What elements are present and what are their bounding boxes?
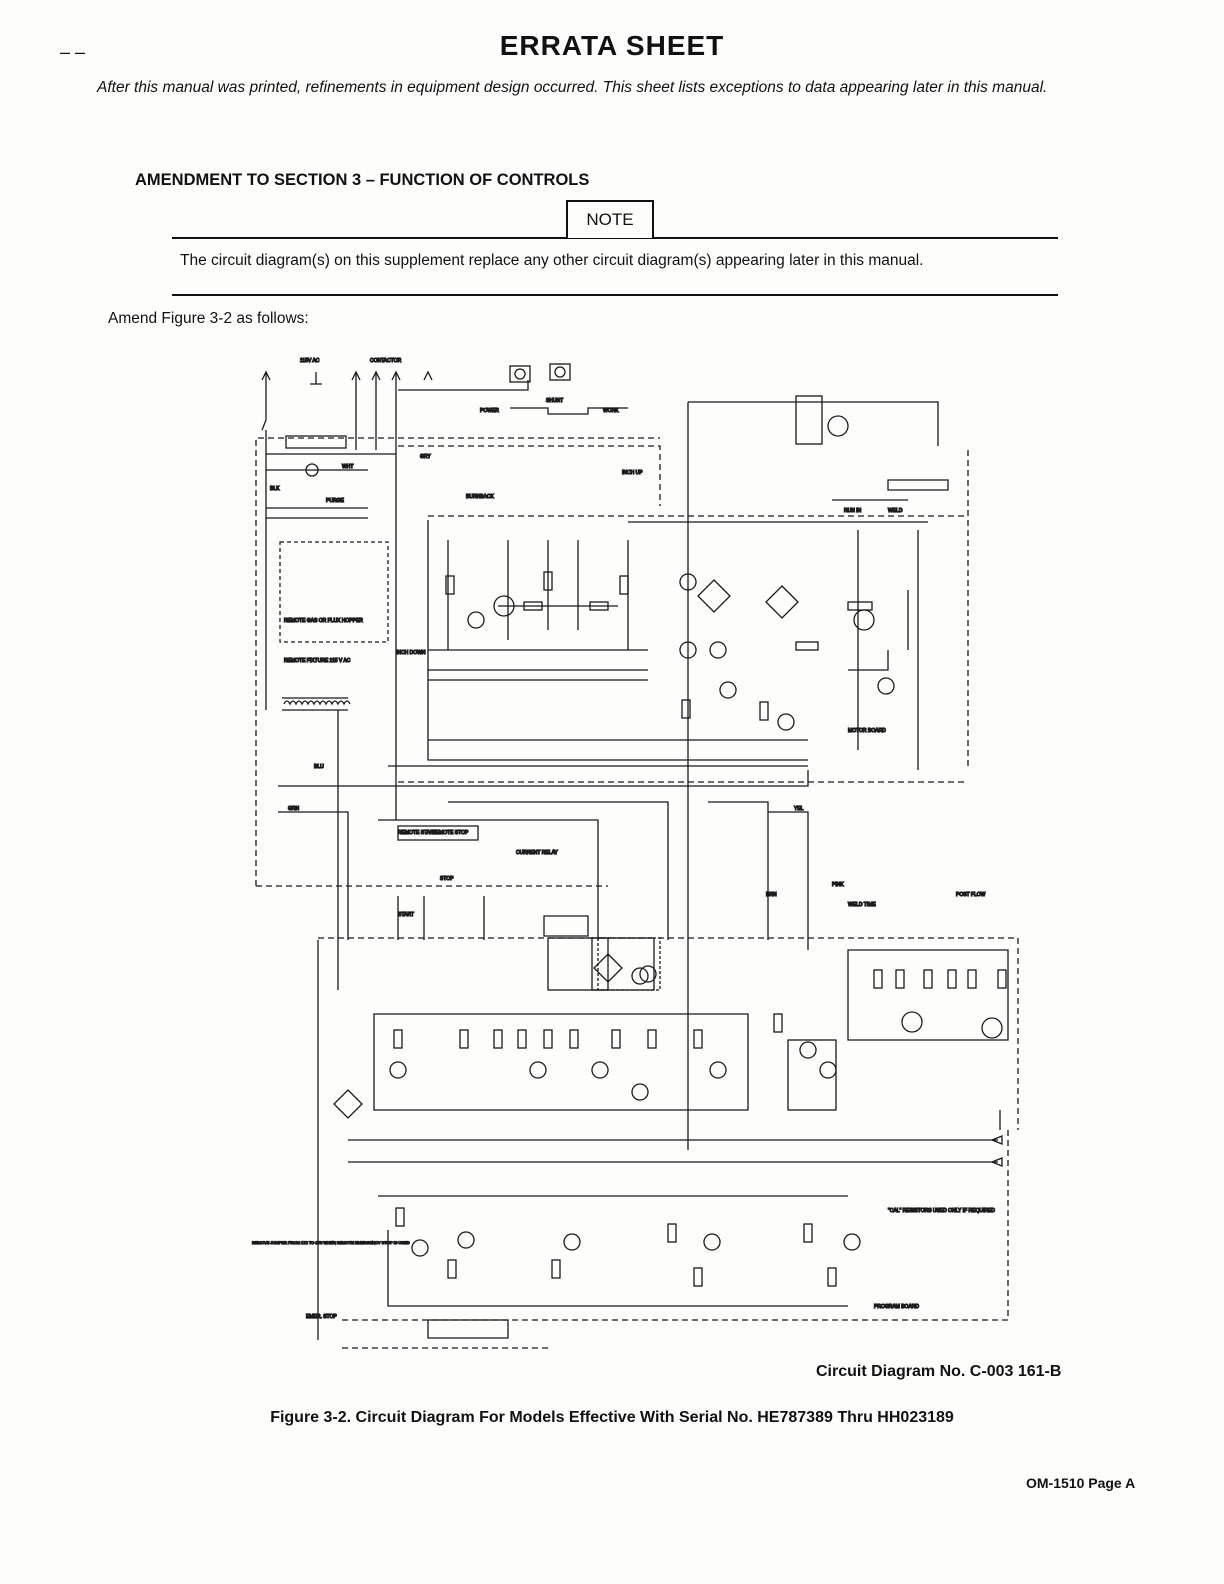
label-work: WORK — [603, 408, 619, 414]
interboard-wiring — [278, 710, 809, 1340]
label-grn: GRN — [288, 806, 300, 812]
label-weld-time: WELD TIME — [848, 902, 876, 908]
intro-paragraph: After this manual was printed, refinemen… — [97, 79, 1048, 96]
label-inch-down: INCH DOWN — [396, 650, 426, 656]
amendment-heading: AMENDMENT TO SECTION 3 – FUNCTION OF CON… — [135, 171, 590, 189]
label-weld: WELD — [888, 508, 903, 514]
label-remote-gas: REMOTE GAS OR FLUX HOPPER — [284, 618, 363, 624]
label-program-board: PROGRAM BOARD — [874, 1304, 919, 1310]
circuit-diagram-number: Circuit Diagram No. C-003 161-B — [816, 1363, 1062, 1380]
label-remote-fixture: REMOTE FIXTURE 115 V AC — [284, 658, 351, 664]
label-purge: PURGE — [326, 498, 344, 504]
label-start: START — [398, 912, 414, 918]
motor-board — [427, 479, 949, 770]
label-shunt: SHUNT — [546, 398, 563, 404]
meters-shunt — [398, 363, 939, 1150]
label-cal-note: "CAL" RESISTORS USED ONLY IF REQUIRED — [888, 1208, 995, 1214]
label-yel: YEL — [794, 806, 804, 812]
label-post-flow: POST FLOW — [956, 892, 986, 898]
label-pink: PINK — [832, 882, 844, 888]
label-run-in: RUN IN — [844, 508, 862, 514]
label-contactor: CONTACTOR — [370, 358, 402, 364]
label-wht: WHT — [342, 464, 353, 470]
label-stop: STOP — [440, 876, 454, 882]
note-label: NOTE — [566, 200, 654, 238]
label-burnback: BURNBACK — [466, 494, 494, 500]
label-gry: GRY — [420, 454, 431, 460]
connector-arrows — [261, 370, 1003, 1167]
corner-mark: – – — [60, 42, 86, 62]
figure-caption: Figure 3-2. Circuit Diagram For Models E… — [270, 1409, 954, 1426]
label-jumper-note: REMOVE JUMPER FROM 1T2 TO 1T3 WHEN REMOT… — [252, 1240, 410, 1245]
power-section — [261, 372, 397, 820]
program-board — [333, 825, 1009, 1339]
label-brn: BRN — [766, 892, 777, 898]
label-ac-input: 115V AC — [300, 358, 320, 364]
page-title: ERRATA SHEET — [499, 30, 725, 61]
note-rule-bottom — [172, 294, 1058, 296]
label-power: POWER — [480, 408, 499, 414]
label-blu: BLU — [314, 764, 324, 770]
label-inch-up: INCH UP — [622, 470, 643, 476]
label-remote-start: REMOTE START — [398, 830, 437, 836]
label-remote-stop: REMOTE STOP — [432, 830, 469, 836]
note-rule-top — [172, 237, 1058, 239]
amend-instruction: Amend Figure 3-2 as follows: — [108, 310, 309, 327]
page-number: OM-1510 Page A — [1026, 1475, 1136, 1491]
label-blk: BLK — [270, 486, 280, 492]
label-emer-stop: EMER. STOP — [306, 1314, 337, 1320]
label-motor-board: MOTOR BOARD — [848, 728, 886, 734]
note-text: The circuit diagram(s) on this supplemen… — [180, 252, 924, 269]
circuit-diagram: 115V AC CONTACTOR POWER WORK SHUNT PURGE… — [251, 357, 1019, 1349]
label-current-relay: CURRENT RELAY — [516, 850, 558, 856]
